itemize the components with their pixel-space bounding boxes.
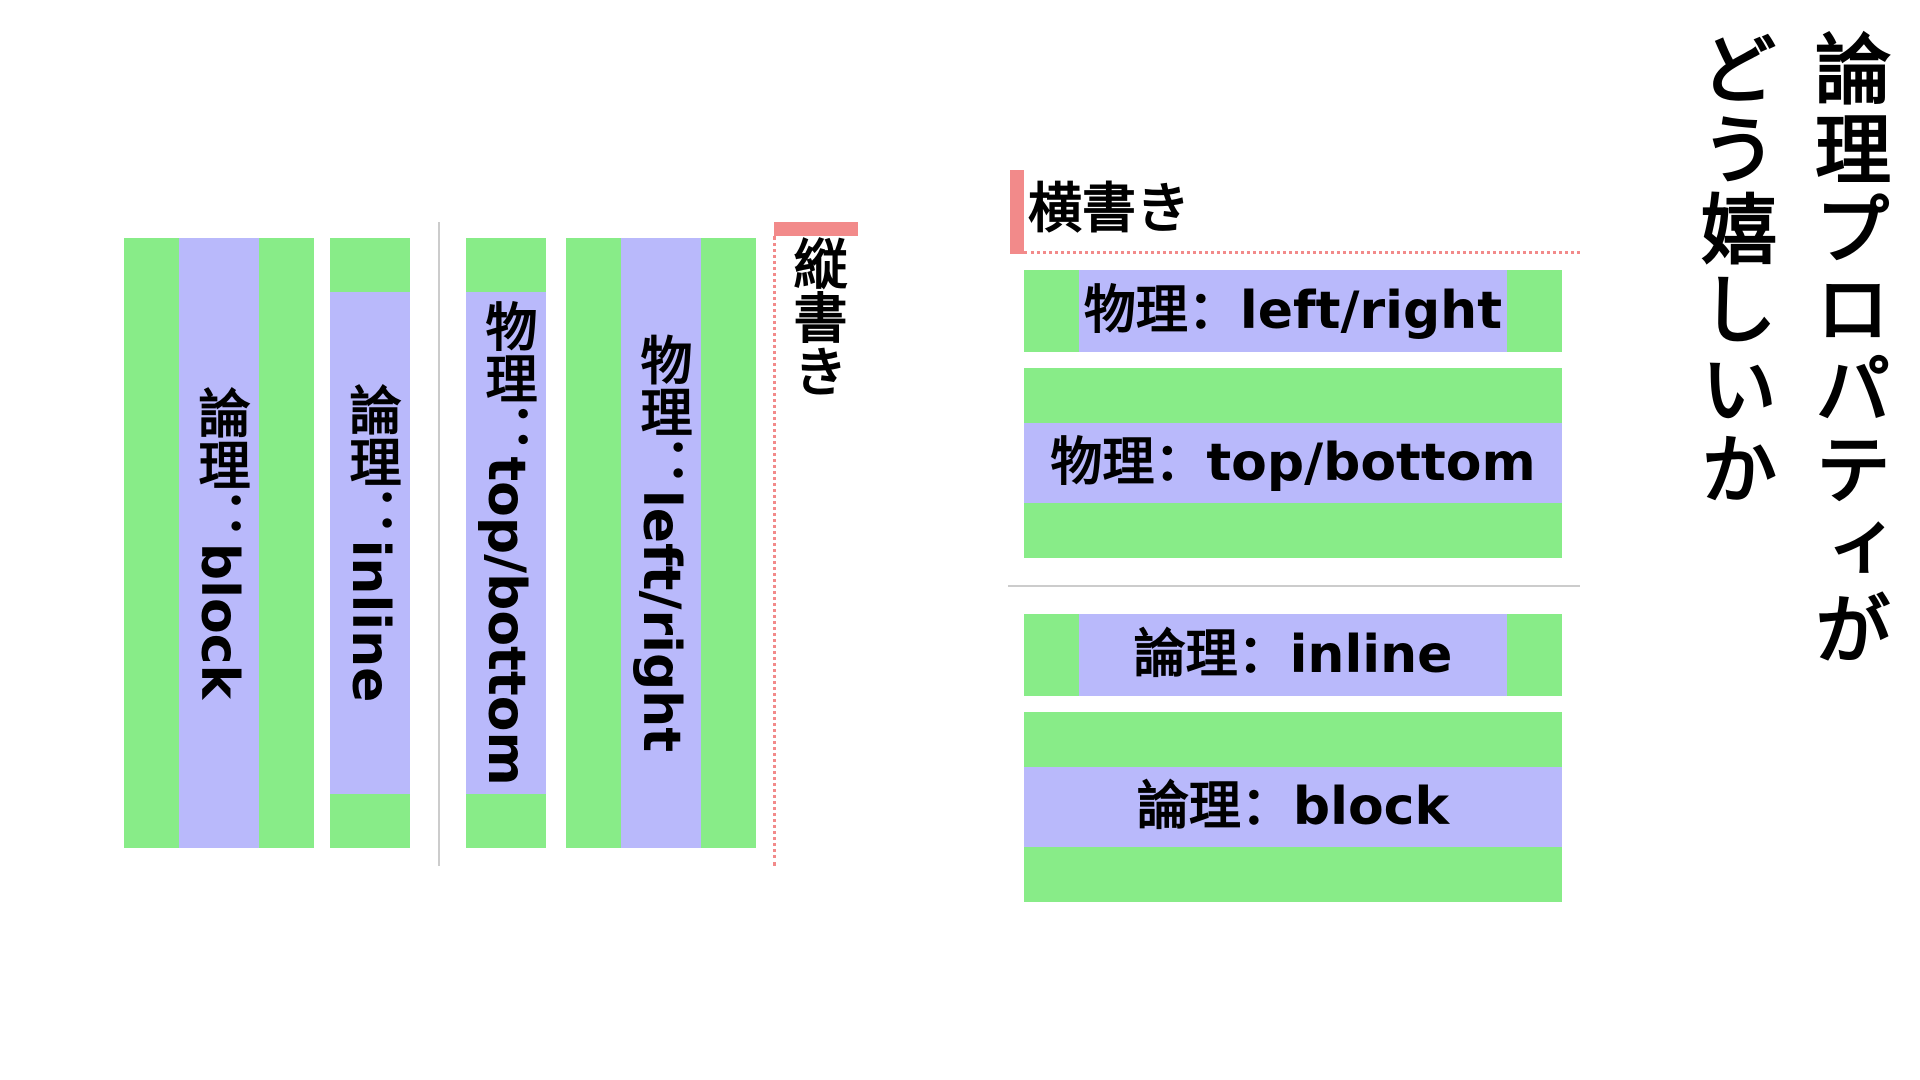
vertical-heading: 縦書き (784, 236, 847, 398)
vertical-box-logical-inline-content: 論理：inline (330, 292, 410, 794)
horizontal-box-physical-left-right-label: 物理：left/right (1083, 281, 1503, 341)
vertical-box-logical-block-label: 論理：block (189, 386, 249, 700)
vertical-box-physical-top-bottom-content: 物理：top/bottom (466, 292, 546, 794)
horizontal-box-physical-top-bottom: 物理：top/bottom (1024, 368, 1562, 558)
vertical-box-physical-top-bottom-label: 物理：top/bottom (476, 300, 536, 786)
horizontal-heading-dotted-line (1024, 251, 1580, 254)
vertical-divider (438, 222, 440, 866)
vertical-heading-accent-bar (774, 222, 858, 236)
vertical-box-physical-top-bottom: 物理：top/bottom (466, 238, 546, 848)
horizontal-box-logical-inline: 論理：inline (1024, 614, 1562, 696)
horizontal-divider (1008, 585, 1580, 587)
horizontal-box-logical-inline-label: 論理：inline (1133, 625, 1453, 685)
horizontal-box-logical-inline-content: 論理：inline (1079, 614, 1507, 696)
horizontal-box-physical-left-right-content: 物理：left/right (1079, 270, 1507, 352)
vertical-box-logical-inline: 論理：inline (330, 238, 410, 848)
horizontal-box-physical-left-right: 物理：left/right (1024, 270, 1562, 352)
vertical-box-logical-block-content: 論理：block (179, 238, 259, 848)
horizontal-box-logical-block: 論理：block (1024, 712, 1562, 902)
horizontal-box-logical-block-content: 論理：block (1024, 767, 1562, 847)
horizontal-box-physical-top-bottom-content: 物理：top/bottom (1024, 423, 1562, 503)
title-line2: どう嬉しいか (1688, 30, 1777, 510)
vertical-box-physical-left-right: 物理：left/right (566, 238, 756, 848)
horizontal-box-physical-top-bottom-label: 物理：top/bottom (1050, 433, 1536, 493)
title-line1: 論理プロパティが (1802, 30, 1891, 670)
horizontal-box-logical-block-label: 論理：block (1136, 777, 1450, 837)
vertical-heading-dotted-line (773, 236, 776, 866)
horizontal-heading: 横書き (1028, 177, 1190, 240)
vertical-box-physical-left-right-label: 物理：left/right (631, 333, 691, 753)
vertical-box-logical-inline-label: 論理：inline (340, 383, 400, 703)
vertical-box-logical-block: 論理：block (124, 238, 314, 848)
vertical-box-physical-left-right-content: 物理：left/right (621, 238, 701, 848)
horizontal-heading-accent-bar (1010, 170, 1024, 254)
